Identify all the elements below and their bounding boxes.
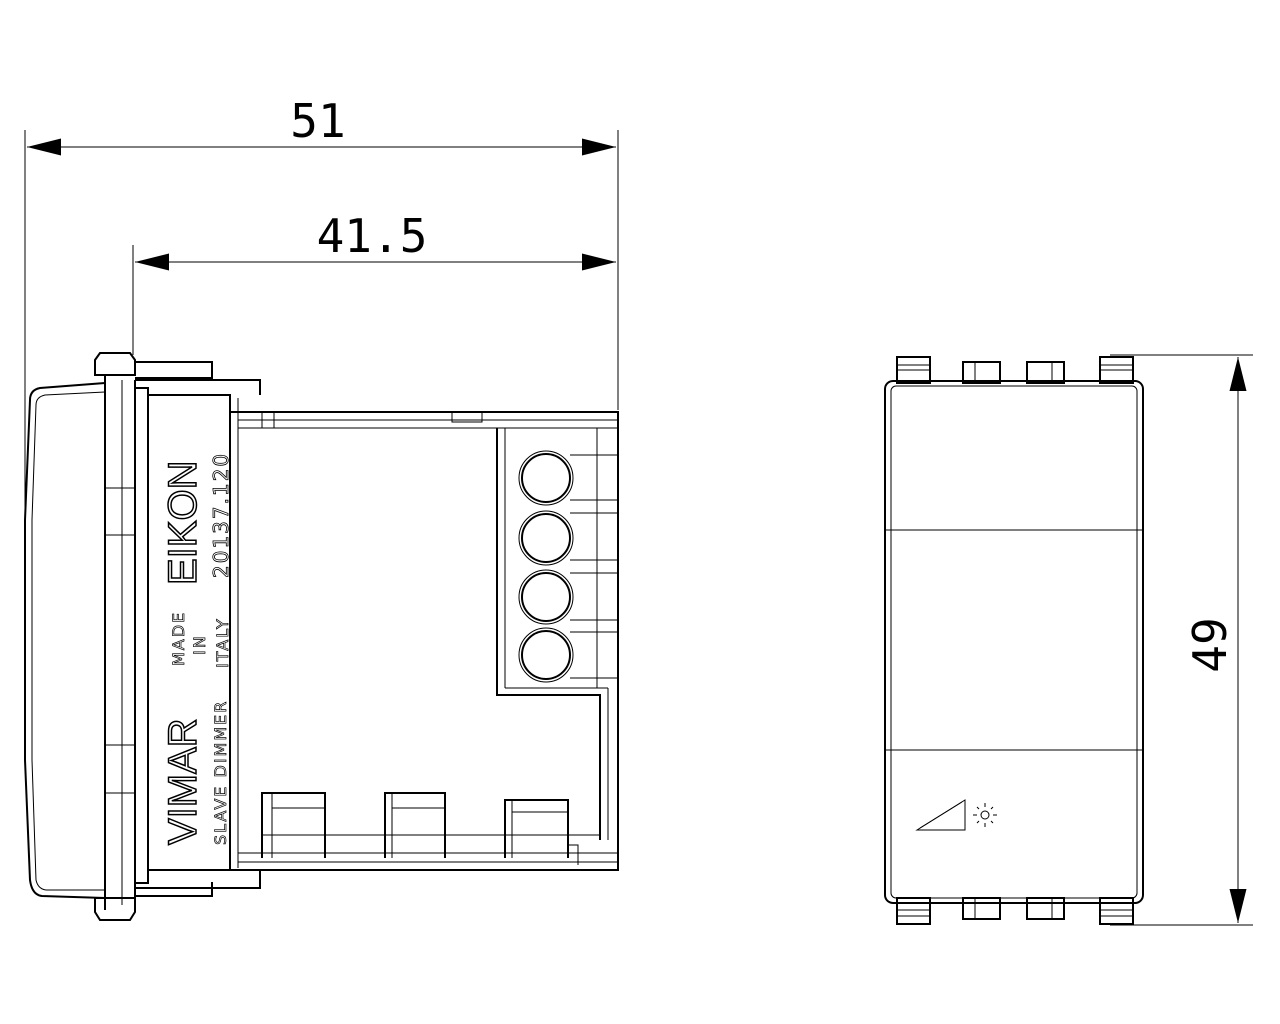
dimension-49: 49 [1110, 354, 1253, 926]
terminal-screws [518, 450, 618, 683]
top-tabs [896, 356, 1134, 384]
label-brand-block: VIMAR [160, 718, 206, 846]
dimension-label-overall: 51 [290, 94, 345, 148]
origin-italy: ITALY [213, 617, 232, 668]
front-view [884, 356, 1144, 925]
dimension-41-5: 41.5 [132, 209, 616, 355]
dimmer-ramp-light-icon [915, 799, 997, 831]
side-view: VIMAR SLAVE DIMMER EIKON 20137.120 MADE … [24, 352, 619, 921]
dimension-51: 51 [24, 94, 619, 545]
origin-made: MADE [169, 611, 188, 666]
dimension-label-body: 41.5 [317, 209, 428, 263]
origin-in: IN [190, 634, 209, 655]
code-text: 20137.120 [209, 452, 233, 578]
product-text: SLAVE DIMMER [211, 700, 230, 845]
brand-text: VIMAR [161, 718, 205, 845]
series-text: EIKON [161, 461, 205, 585]
bottom-tabs [896, 897, 1134, 925]
dimension-label-height: 49 [1183, 617, 1237, 672]
